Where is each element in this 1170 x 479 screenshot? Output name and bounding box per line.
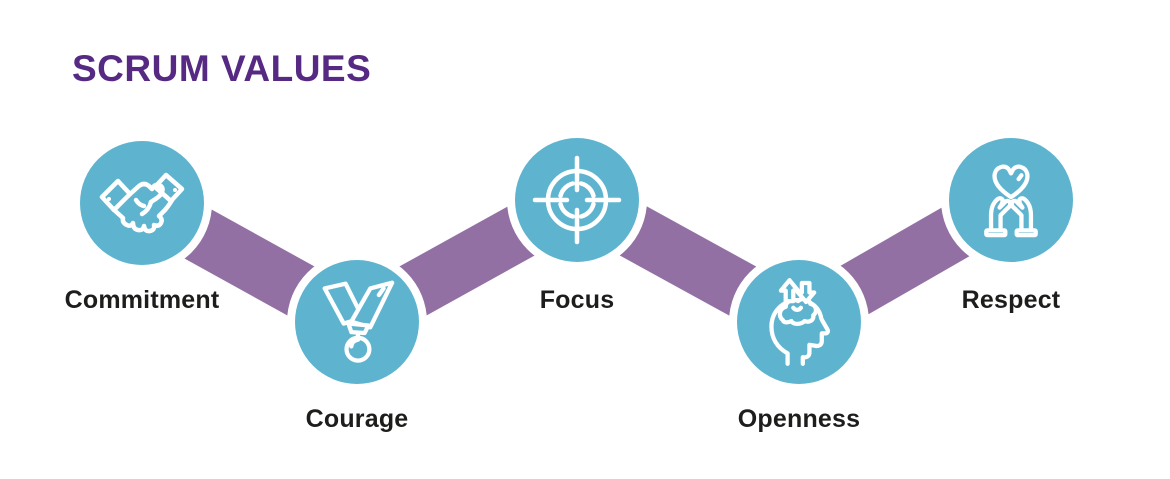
value-node-focus <box>507 130 647 270</box>
value-circle <box>515 138 639 262</box>
value-label-respect: Respect <box>961 286 1061 314</box>
value-label-focus: Focus <box>539 286 615 314</box>
value-node-commitment <box>72 133 212 273</box>
value-label-courage: Courage <box>305 405 409 433</box>
value-label-commitment: Commitment <box>64 286 220 314</box>
value-label-openness: Openness <box>737 405 861 433</box>
open-mind-icon <box>769 278 831 366</box>
target-icon <box>532 155 622 245</box>
handshake-icon <box>99 172 185 234</box>
medal-icon <box>322 280 395 363</box>
hands-heart-icon <box>984 164 1038 238</box>
value-node-courage <box>287 252 427 392</box>
value-circle <box>949 138 1073 262</box>
page-title: SCRUM VALUES <box>72 48 372 89</box>
value-node-respect <box>941 130 1081 270</box>
value-node-openness <box>729 252 869 392</box>
